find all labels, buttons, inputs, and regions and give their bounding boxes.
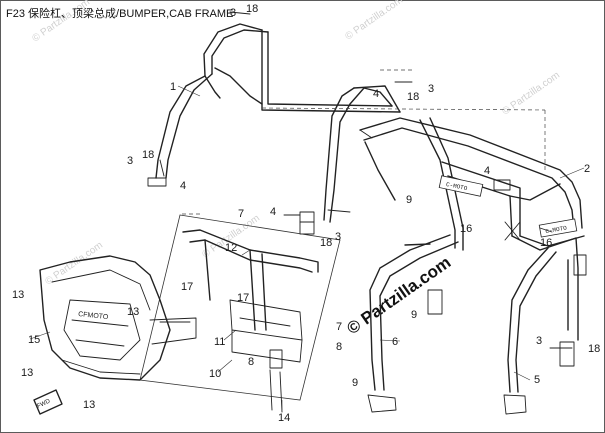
fastener-clusters	[147, 11, 573, 349]
callout-16: 16	[460, 223, 472, 235]
callout-18: 18	[588, 343, 600, 355]
front-guard-logo: CFMOTO	[78, 311, 109, 321]
callout-17: 17	[181, 281, 193, 293]
callout-15: 15	[28, 334, 40, 346]
part-14-bolt	[269, 369, 283, 413]
watermark: © Partzilla.com	[343, 0, 405, 42]
callout-18: 18	[142, 149, 154, 161]
callout-9: 9	[411, 309, 417, 321]
callout-13: 13	[12, 289, 24, 301]
callout-5: 5	[534, 374, 540, 386]
callout-12: 12	[225, 242, 237, 254]
callout-18: 18	[320, 237, 332, 249]
callout-3: 3	[536, 335, 542, 347]
part-15-front-guard: CFMOTO	[39, 255, 197, 381]
callout-10: 10	[209, 368, 221, 380]
watermark: © Partzilla.com	[500, 70, 562, 118]
callout-3: 3	[127, 155, 133, 167]
callout-3: 3	[428, 83, 434, 95]
part-11-bumper-bracket	[229, 299, 303, 369]
part-2-cab-frame: C-MOTO C-MOTO	[359, 117, 587, 341]
callout-14: 14	[278, 412, 290, 424]
callout-2: 2	[584, 163, 590, 175]
callout-13: 13	[127, 306, 139, 318]
callout-7: 7	[238, 208, 244, 220]
callout-8: 8	[248, 356, 254, 368]
fwd-label: FWD	[36, 398, 52, 409]
callout-4: 4	[180, 180, 186, 192]
part-6-front-leg	[367, 234, 459, 413]
callout-3: 3	[335, 231, 341, 243]
callout-8: 8	[336, 341, 342, 353]
callout-18: 18	[246, 3, 258, 15]
callout-7: 7	[336, 321, 342, 333]
callout-9: 9	[406, 194, 412, 206]
callout-9: 9	[352, 377, 358, 389]
reference-lines	[182, 69, 546, 215]
watermark-group: © Partzilla.com © Partzilla.com © Partzi…	[30, 0, 562, 338]
callout-17: 17	[237, 292, 249, 304]
callout-18: 18	[407, 91, 419, 103]
callout-3: 3	[230, 7, 236, 19]
watermark: © Partzilla.com	[43, 240, 105, 288]
watermark: © Partzilla.com	[30, 0, 92, 44]
cab-sticker-left: C-MOTO	[445, 181, 468, 192]
callout-labels: 3 18 1 4 18 3 3 18 4 4 18 3 2 9 16 16 4 …	[12, 3, 600, 424]
diagram-title: F23 保险杠、顶梁总成/BUMPER,CAB FRAME	[6, 6, 233, 20]
callout-6: 6	[392, 336, 398, 348]
cab-sticker-right: C-MOTO	[545, 224, 568, 235]
leader-lines	[29, 85, 585, 410]
part-12-bumper-tube	[139, 214, 341, 401]
callout-13: 13	[21, 367, 33, 379]
callout-1: 1	[170, 81, 176, 93]
part-5-rear-leg	[503, 247, 575, 415]
callout-4: 4	[270, 206, 276, 218]
callout-4: 4	[373, 88, 379, 100]
fwd-direction-badge: FWD	[33, 389, 63, 415]
part-1-upper-roll-bar	[155, 23, 401, 235]
callout-4: 4	[484, 165, 490, 177]
callout-13: 13	[83, 399, 95, 411]
center-watermark: © Partzilla.com	[343, 253, 454, 339]
callout-16: 16	[540, 237, 552, 249]
callout-11: 11	[214, 336, 225, 348]
